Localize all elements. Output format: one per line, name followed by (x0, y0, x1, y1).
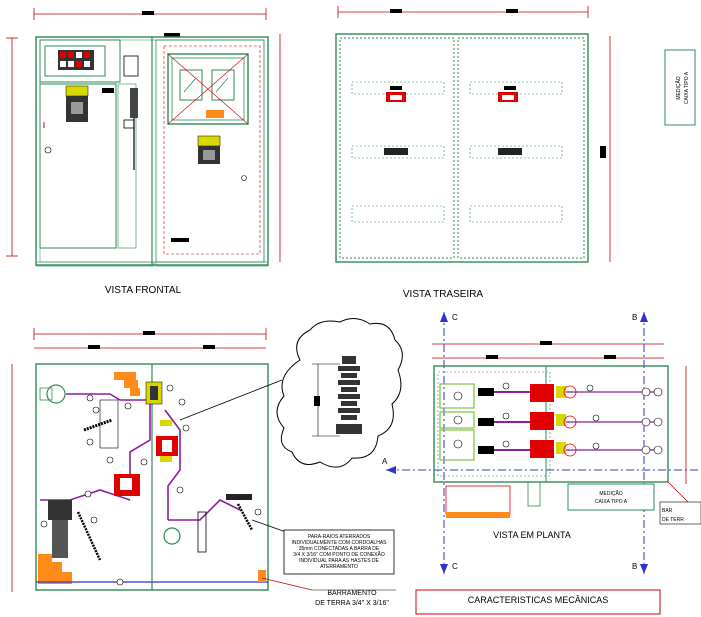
callout-line-2: INDIVIDUALMENTE COM CORDOALHAS (291, 540, 387, 546)
internal-view (11, 328, 269, 592)
dimension-tag (164, 33, 180, 37)
section-c-top: C (452, 313, 458, 322)
mechanical-box: CARACTERISTICAS MECÂNICAS (415, 589, 661, 615)
breaker-device (65, 85, 89, 122)
mechanical-box-title: CARACTERISTICAS MECÂNICAS (468, 595, 609, 605)
callout-box: PARA-RAIOS ATERRADOS INDIVIDUALMENTE COM… (251, 519, 395, 575)
insulator-detail (336, 356, 362, 434)
plan-view-title: VISTA EM PLANTA (493, 530, 571, 540)
section-b-top: B (632, 313, 637, 322)
ground-bar-label: BARRAMENTO DE TERRA 3/4" X 3/16" (261, 577, 396, 607)
callout-line-5: INDIVIDUAL PARA AS HASTES DE (299, 558, 379, 564)
rear-view (335, 6, 611, 263)
ground-bar-line1: BARRAMENTO (327, 590, 377, 597)
partial-label-line1: BAR (662, 508, 673, 514)
callout-line-6: ATERRAMENTO (320, 564, 358, 570)
section-b-bottom: B (632, 562, 637, 571)
side-box-line1: MEDIÇÃO (675, 76, 682, 99)
front-view (6, 8, 281, 267)
partial-label-line2: DE TERR (662, 517, 684, 523)
callout-line-3: 35mm CONECTADAS A BARRA DE (299, 546, 380, 552)
plan-box-line1: MEDIÇÃO (599, 490, 622, 497)
red-breaker (114, 436, 178, 496)
detail-cloud (179, 318, 403, 468)
callout-line-4: 3/4 X 3/16" COM PONTO DE CONEXÃO (293, 551, 385, 558)
meter-panel (58, 50, 94, 70)
side-measurement-box: MEDIÇÃO CAIXA TIPO A (664, 49, 696, 126)
rear-view-title: VISTA TRASEIRA (403, 289, 484, 300)
front-view-title: VISTA FRONTAL (105, 285, 182, 296)
ground-bar-line2: DE TERRA 3/4" X 3/16" (315, 600, 389, 607)
section-a: A (382, 457, 388, 466)
side-box-line2: CAIXA TIPO A (684, 71, 690, 104)
plan-box-line2: CAIXA TIPO A (595, 499, 628, 505)
plan-view: C B C B A (382, 312, 701, 574)
breaker-device-2 (197, 135, 221, 164)
section-c-bottom: C (452, 562, 458, 571)
callout-line-1: PARA-RAIOS ATERRADOS (308, 534, 371, 540)
